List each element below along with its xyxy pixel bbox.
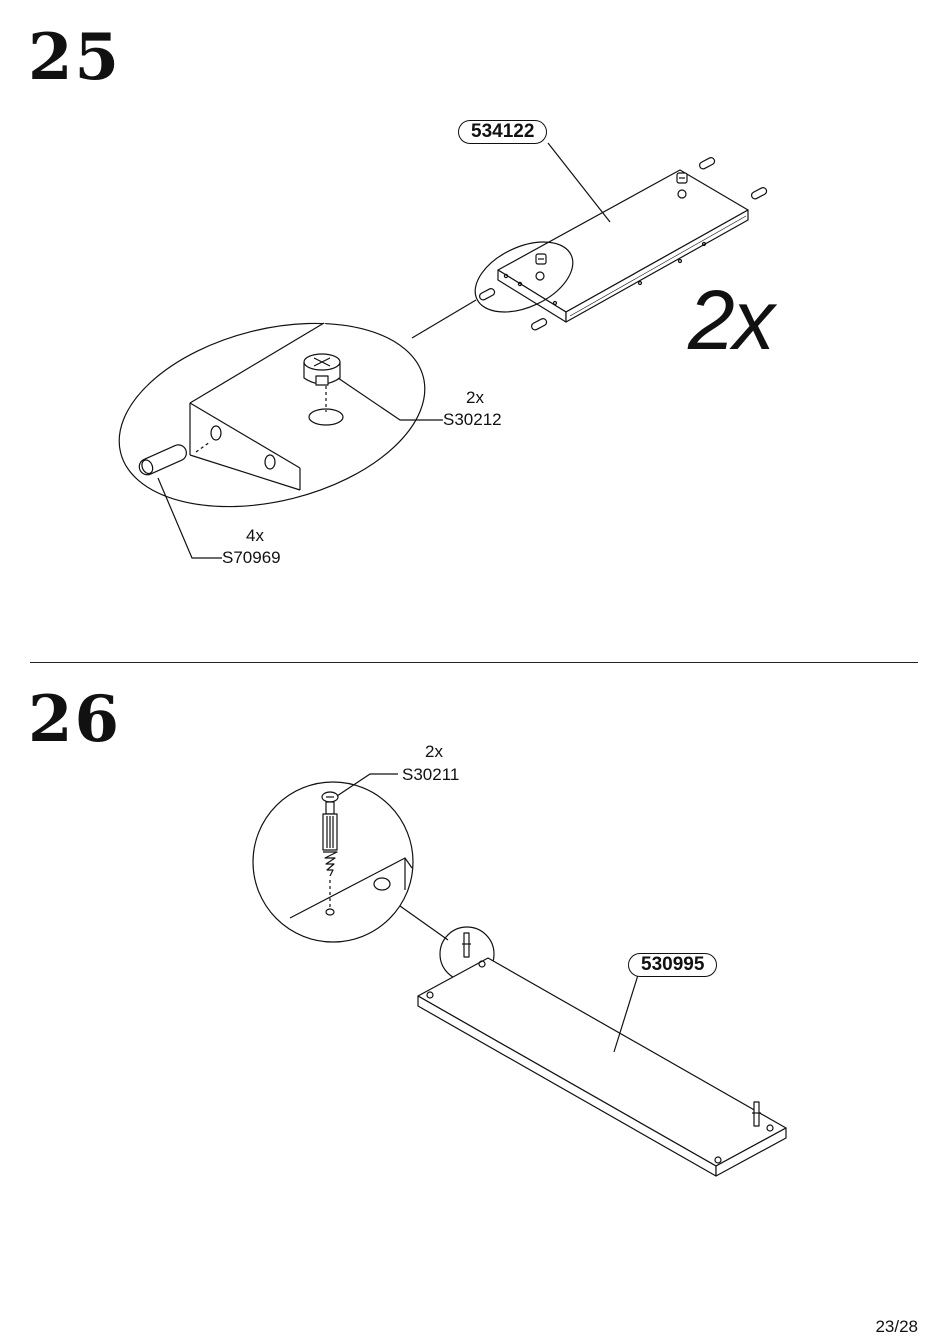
hardware-qty: 2x xyxy=(430,388,520,408)
wooden-dowel-icon xyxy=(137,442,189,477)
hardware-qty: 4x xyxy=(210,526,300,546)
panel-icon xyxy=(418,958,786,1176)
cam-lock-icon xyxy=(304,354,340,385)
cam-bolt-icon xyxy=(322,792,338,876)
hardware-code: S70969 xyxy=(222,548,281,568)
hardware-qty: 2x xyxy=(389,742,479,762)
hardware-code: S30212 xyxy=(443,410,502,430)
hardware-code: S30211 xyxy=(402,765,459,785)
part-number-badge-534122: 534122 xyxy=(458,120,547,144)
part-number-badge-530995: 530995 xyxy=(628,953,717,977)
quantity-multiplier: 2x xyxy=(688,278,773,362)
page-number: 23/28 xyxy=(875,1317,918,1337)
